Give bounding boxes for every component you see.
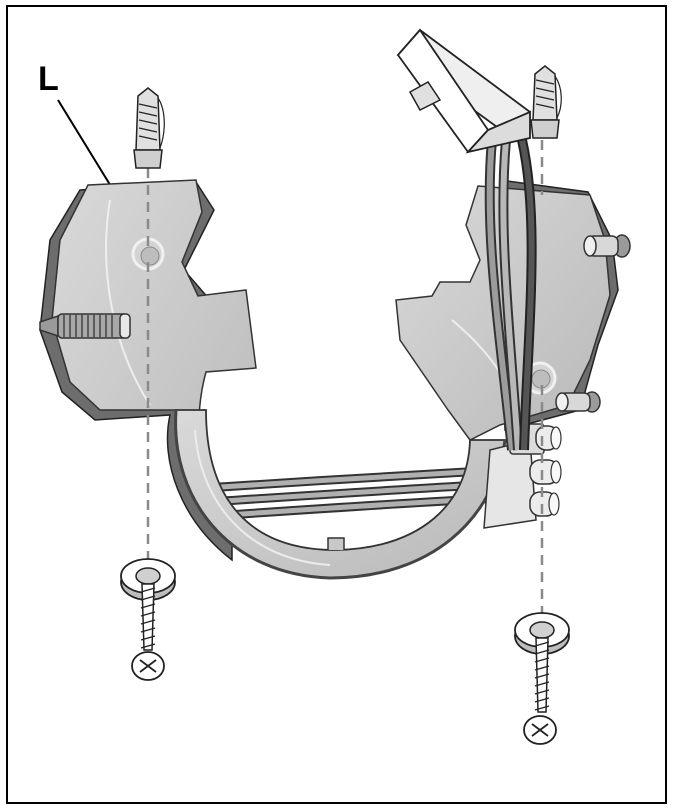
- threaded-stud: [39, 313, 131, 339]
- wall-anchor-right: [530, 65, 562, 139]
- screw-left: [120, 558, 176, 681]
- alignment-guides: [146, 140, 544, 615]
- bracket-pins: [555, 234, 631, 413]
- wall-anchor-left: [133, 87, 165, 169]
- figure-frame: [6, 5, 667, 804]
- vertical-wire-bundle: [484, 138, 537, 451]
- cable-clip: [396, 28, 532, 154]
- screw-right: [514, 612, 570, 745]
- callout-label-l: L: [38, 60, 59, 98]
- callout-leader-line: [57, 99, 113, 189]
- ring-bracket: [174, 409, 507, 580]
